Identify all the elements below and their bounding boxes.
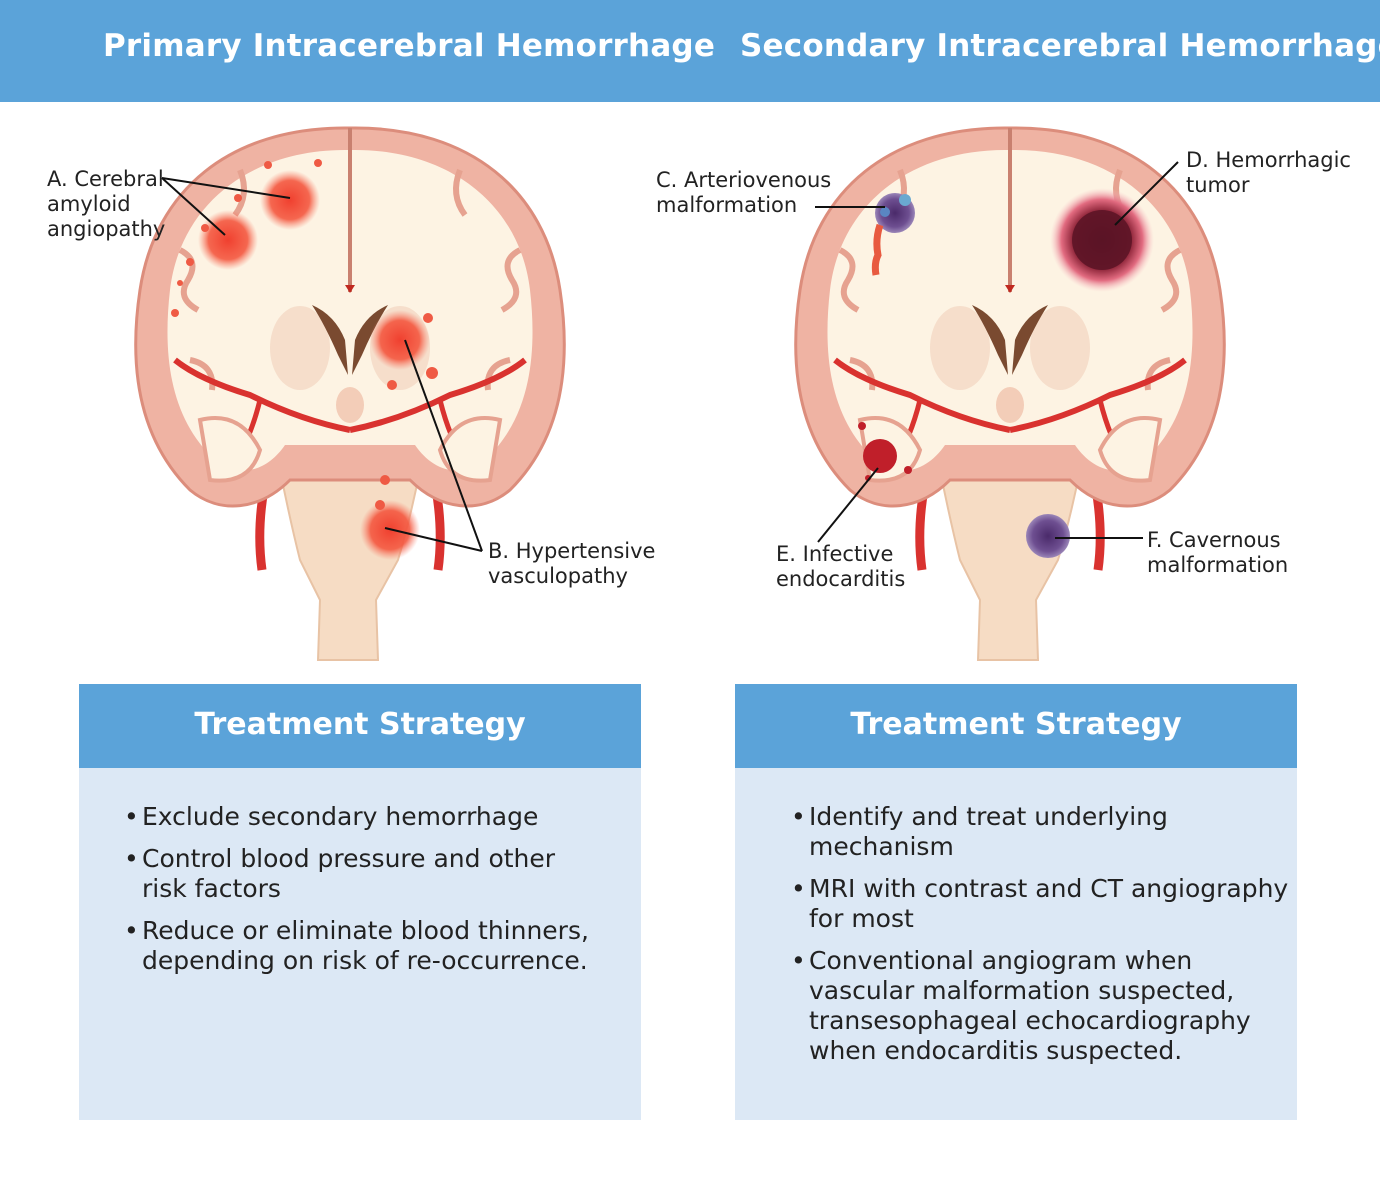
- secondary-treatment-heading: Treatment Strategy: [735, 684, 1297, 768]
- treatment-item: Conventional angiogram when vascular mal…: [791, 946, 1291, 1066]
- primary-treatment-panel: Treatment Strategy Exclude secondary hem…: [79, 684, 641, 1120]
- cavernous-malformation-mark: [1026, 514, 1070, 558]
- primary-ich-title: Primary Intracerebral Hemorrhage: [103, 28, 716, 64]
- label-hemorrhagic-tumor: D. Hemorrhagic tumor: [1186, 148, 1351, 197]
- label-arteriovenous-malformation: C. Arteriovenous malformation: [656, 168, 832, 217]
- primary-treatment-heading: Treatment Strategy: [79, 684, 641, 768]
- brain-illustrations: [0, 102, 1380, 662]
- treatment-item: Identify and treat underlying mechanism: [791, 802, 1291, 862]
- treatment-item: Reduce or eliminate blood thinners, depe…: [124, 916, 624, 976]
- header-bar: Primary Intracerebral Hemorrhage Seconda…: [0, 0, 1380, 102]
- hemorrhage-spot: [370, 310, 430, 370]
- secondary-treatment-list: Identify and treat underlying mechanism …: [791, 802, 1291, 1078]
- treatment-item: Control blood pressure and other risk fa…: [124, 844, 624, 904]
- hemorrhage-spot: [260, 170, 320, 230]
- label-cerebral-amyloid-angiopathy: A. Cerebral amyloid angiopathy: [47, 167, 166, 241]
- infective-endocarditis-mark: [858, 422, 912, 481]
- secondary-treatment-panel: Treatment Strategy Identify and treat un…: [735, 684, 1297, 1120]
- treatment-item: Exclude secondary hemorrhage: [124, 802, 624, 832]
- primary-treatment-list: Exclude secondary hemorrhage Control blo…: [124, 802, 624, 988]
- treatment-item: MRI with contrast and CT angiography for…: [791, 874, 1291, 934]
- label-infective-endocarditis: E. Infective endocarditis: [776, 542, 906, 591]
- label-cavernous-malformation: F. Cavernous malformation: [1147, 528, 1289, 577]
- secondary-ich-title: Secondary Intracerebral Hemorrhage: [740, 28, 1380, 64]
- arteriovenous-malformation-mark: [871, 193, 915, 276]
- label-hypertensive-vasculopathy: B. Hypertensive vasculopathy: [488, 539, 656, 588]
